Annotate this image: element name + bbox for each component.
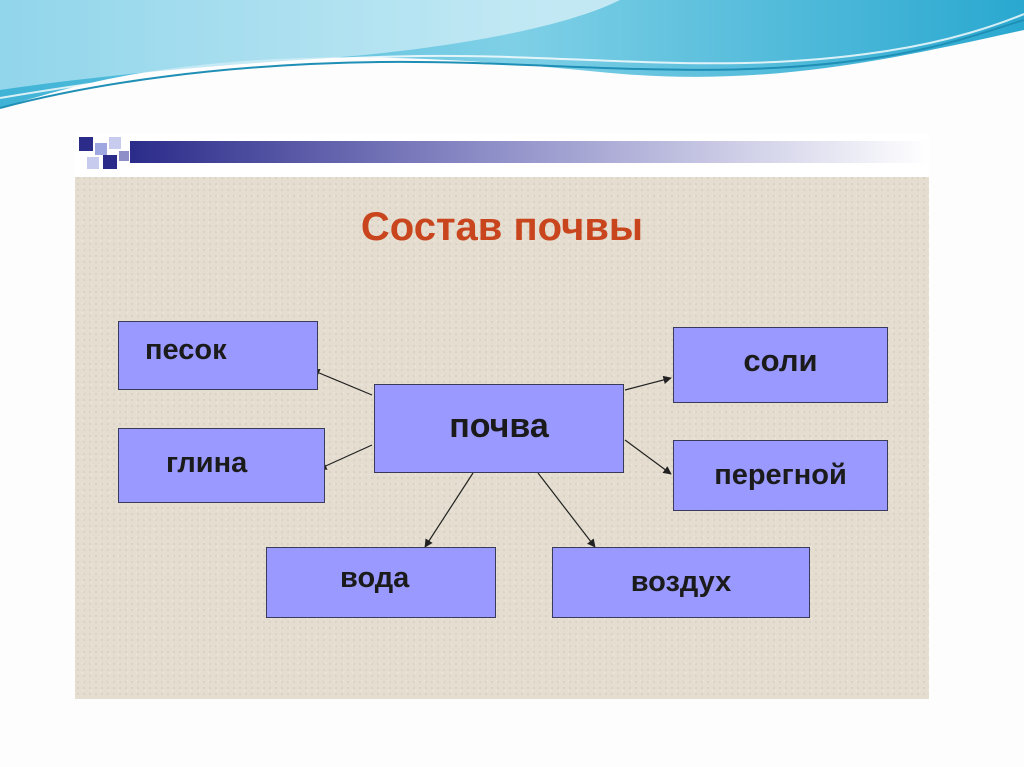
box-humus: перегной: [673, 440, 888, 511]
box-salts: соли: [673, 327, 888, 403]
arrow-to-sand: [311, 369, 373, 396]
box-clay-label: глина: [166, 447, 248, 479]
decorative-wave: [0, 0, 1024, 109]
box-soil-label: почва: [449, 407, 549, 445]
box-water: вода: [266, 547, 496, 618]
box-sand: песок: [118, 321, 318, 390]
box-air-label: воздух: [630, 566, 732, 598]
box-humus-label: перегной: [714, 459, 847, 491]
arrow-to-clay: [318, 444, 373, 470]
slide-content: Состав почвы песок глина почва соли: [75, 133, 929, 699]
header-band: [75, 133, 929, 177]
box-salts-label: соли: [743, 343, 818, 378]
box-sand-label: песок: [145, 334, 227, 366]
diagram-title: Состав почвы: [360, 205, 644, 249]
box-clay: глина: [118, 428, 325, 503]
arrow-to-salts: [624, 375, 672, 391]
box-water-label: вода: [340, 562, 410, 594]
box-air: воздух: [552, 547, 810, 618]
box-soil: почва: [374, 384, 624, 473]
arrow-to-water: [424, 472, 474, 548]
arrow-to-humus: [624, 439, 672, 475]
arrow-to-air: [537, 472, 596, 548]
